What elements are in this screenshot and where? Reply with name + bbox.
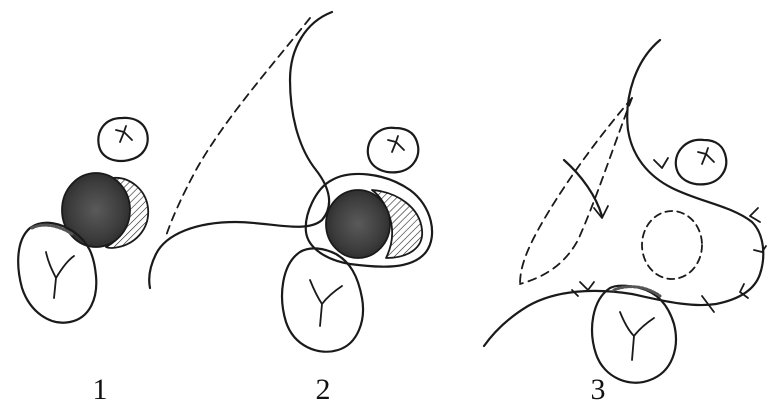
panel-2-drawing <box>149 12 432 352</box>
panel-2-main-outline <box>149 12 332 288</box>
panel-2-dashed-line <box>166 18 310 236</box>
panel-3-dashed-right <box>520 98 632 284</box>
panel-3-upper-outline <box>676 140 727 185</box>
panel-label-1: 1 <box>80 372 120 408</box>
panel-2-upper-mark <box>388 136 404 152</box>
panel-1-lower-mark <box>46 252 74 298</box>
panel-1-upper-mark <box>116 126 132 142</box>
panel-1-dark-mass <box>62 173 130 247</box>
panel-2-lower-mark <box>310 280 342 326</box>
panel-label-3: 3 <box>578 372 618 408</box>
panel-3-upper-mark <box>698 148 714 164</box>
panel-3-dashed-circle <box>642 211 702 279</box>
panel-3-dashed-left <box>520 98 632 284</box>
panel-1-drawing <box>18 118 148 323</box>
panel-3-flap-curve <box>564 160 602 216</box>
panel-3-drawing <box>484 40 766 383</box>
panel-1-upper-outline <box>98 118 147 161</box>
panel-2-dark-mass <box>326 190 390 258</box>
panel-3-lower-mark <box>620 312 654 360</box>
panel-label-2: 2 <box>303 372 343 408</box>
panel-3-main-outline <box>484 40 763 346</box>
